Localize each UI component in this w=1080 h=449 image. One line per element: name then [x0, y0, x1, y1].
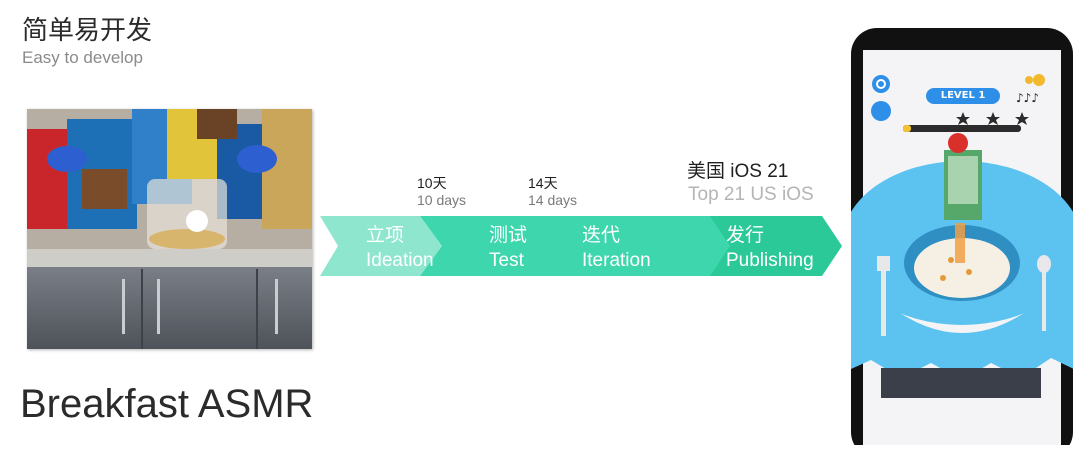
stage-cn: 发行 [726, 225, 765, 246]
duration-ideation-to-test: 10天 10 days [417, 175, 466, 209]
stage-ideation: 立项 Ideation [366, 223, 434, 273]
ranking-chinese: 美国 iOS 21 [687, 161, 789, 182]
stage-en: Ideation [366, 250, 434, 271]
menu-grid-icon[interactable] [871, 101, 891, 121]
stage-cn: 立项 [366, 225, 405, 246]
level-badge: LEVEL 1 [940, 90, 986, 101]
duration-cn: 10天 [417, 175, 447, 191]
stage-en: Publishing [726, 250, 814, 271]
duration-en: 10 days [417, 192, 467, 208]
stage-publishing: 发行 Publishing [726, 223, 830, 273]
slide-subtitle-english: Easy to develop [22, 48, 143, 67]
timeline-segment-test [420, 216, 730, 276]
phone-mockup: ♪♪♪ LEVEL 1 [842, 28, 1080, 449]
stage-en: Iteration [582, 250, 651, 271]
ranking-english: Top 21 US iOS [688, 184, 814, 205]
game-title: Breakfast ASMR [20, 382, 314, 426]
stage-test: 测试 Test [489, 223, 527, 273]
development-timeline: 立项 Ideation 测试 Test 迭代 Iteration 发行 Publ… [320, 216, 842, 276]
stage-en: Test [489, 250, 524, 271]
timeline-segment-ideation [320, 216, 442, 276]
duration-cn: 14天 [528, 175, 558, 191]
cereal-asmr-photo [27, 109, 312, 349]
stage-cn: 迭代 [582, 225, 621, 246]
restart-icon[interactable] [872, 75, 890, 93]
stage-iteration: 迭代 Iteration [582, 223, 651, 273]
stage-cn: 测试 [489, 225, 528, 246]
svg-text:♪♪♪: ♪♪♪ [1016, 91, 1039, 105]
duration-en: 14 days [528, 192, 578, 208]
timeline-segment-publishing [710, 216, 842, 276]
duration-test-to-iteration: 14天 14 days [528, 175, 577, 209]
slide-title-chinese: 简单易开发 [22, 16, 153, 46]
